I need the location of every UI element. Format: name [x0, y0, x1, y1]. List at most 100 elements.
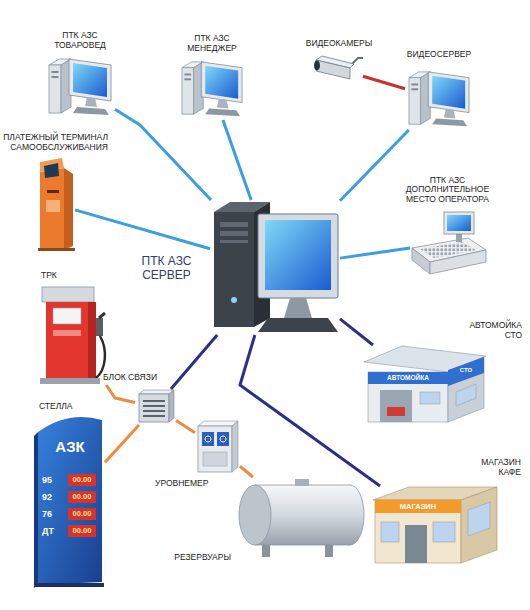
car-wash-icon-part — [380, 390, 412, 422]
fuel-grade: 95 — [42, 474, 64, 486]
workstation-node: ПТК АЗС МЕНЕДЖЕР — [178, 58, 246, 120]
communication-unit-icon-part — [143, 415, 165, 417]
level-gauge-icon — [198, 421, 238, 472]
network-link — [115, 109, 211, 200]
tank-icon — [239, 479, 364, 557]
server-icon — [214, 202, 338, 332]
node-label: СТЕЛЛА — [39, 402, 99, 412]
workstation-icon-part — [49, 59, 111, 115]
fuel-dispenser-icon-part — [88, 302, 96, 378]
stela-brand: АЗК — [40, 438, 100, 456]
car-wash-icon — [364, 346, 486, 422]
stela-icon-part — [38, 417, 102, 585]
car-wash-icon-part — [420, 392, 440, 404]
shop-icon-part — [468, 502, 490, 536]
car-wash-icon-part — [368, 372, 448, 384]
video-server-icon-part — [409, 72, 469, 126]
fuel-grade: ДТ — [42, 525, 64, 537]
workstation-icon — [182, 62, 242, 116]
server-icon-part — [220, 222, 248, 227]
shop-icon-part — [375, 500, 461, 513]
tank-node: РЕЗЕРВУАРЫ — [237, 477, 367, 559]
node-caption: ПТК АЗС ТОВАРОВЕД — [50, 31, 110, 51]
stela-icon-part — [68, 474, 96, 486]
tank-icon-part — [239, 485, 271, 545]
node-label: УРОВНЕМЕР — [155, 479, 230, 489]
payment-terminal-icon-part — [44, 163, 59, 178]
shop-icon-part — [461, 487, 497, 563]
workstation-node: ПТК АЗС ТОВАРОВЕД — [45, 55, 115, 119]
cash-register-icon-part — [412, 248, 430, 274]
fuel-dispenser-icon-part — [99, 313, 105, 318]
communication-unit-icon-part — [143, 405, 165, 407]
network-link — [340, 319, 373, 345]
node-caption: ПТК АЗС СЕРВЕР — [129, 255, 204, 283]
fuel-grade: 92 — [42, 491, 64, 503]
camera-node: ВИДЕОКАМЕРЫ — [315, 55, 363, 83]
fuel-dispenser-icon-part — [96, 336, 105, 378]
fuel-dispenser-icon — [40, 287, 105, 384]
shop-node: МАГАЗИН КАФЕ — [372, 486, 499, 566]
shop-icon — [373, 487, 497, 563]
fuel-dispenser-icon-part — [96, 318, 103, 336]
network-link — [176, 420, 195, 432]
communication-unit-icon — [139, 390, 174, 422]
cash-register-icon-part — [430, 250, 486, 274]
communication-unit-icon-part — [143, 400, 165, 402]
node-label: ПТК АЗС ДОПОЛНИТЕЛЬНОЕ МЕСТО ОПЕРАТОРА — [400, 176, 495, 205]
stela-icon-part — [34, 583, 104, 587]
node-label: АВТОМОЙКА СТО — [460, 321, 522, 341]
network-link — [223, 120, 251, 200]
network-link — [340, 130, 409, 201]
sign-text: МАГАЗИН — [375, 500, 461, 513]
communication-unit-icon-part — [169, 390, 174, 422]
server-icon-part — [231, 297, 237, 303]
communication-unit-node: БЛОК СВЯЗИ — [135, 389, 176, 425]
network-link — [75, 210, 210, 249]
stela-icon-part — [68, 491, 96, 503]
server-icon-part — [284, 298, 312, 318]
cash-register-icon-part — [444, 212, 474, 234]
level-gauge-icon-part — [198, 426, 232, 472]
level-gauge-icon-part — [203, 452, 227, 466]
node-label: БЛОК СВЯЗИ — [103, 373, 183, 383]
communication-unit-icon-part — [139, 394, 169, 422]
node-caption: МАГАЗИН КАФЕ — [461, 458, 521, 478]
node-caption: АВТОМОЙКА СТО — [460, 321, 522, 341]
payment-terminal-icon-part — [38, 248, 75, 251]
fuel-price: 00.00 — [68, 508, 96, 520]
node-caption: СТЕЛЛА — [39, 402, 99, 412]
node-caption: РЕЗЕРВУАРЫ — [141, 553, 231, 563]
network-link — [105, 425, 139, 462]
fuel-price: 00.00 — [68, 525, 96, 537]
server-node: ПТК АЗС СЕРВЕР — [210, 200, 340, 335]
payment-terminal-icon-part — [46, 200, 60, 212]
communication-unit-icon-part — [143, 410, 165, 412]
fuel-dispenser-icon-part — [42, 287, 94, 302]
stela-icon-part — [68, 525, 96, 537]
video-server-icon — [409, 72, 469, 126]
fuel-price: 00.00 — [68, 491, 96, 503]
payment-terminal-icon — [38, 158, 75, 251]
stela-icon-part — [34, 432, 38, 588]
level-gauge-icon-part — [202, 432, 214, 446]
sign-text: АВТОМОЙКА — [368, 372, 448, 384]
network-link — [240, 335, 380, 486]
node-label: МАГАЗИН КАФЕ — [461, 458, 521, 478]
car-wash-icon-part — [448, 357, 484, 422]
payment-terminal-node: ПЛАТЕЖНЫЙ ТЕРМИНАЛ САМООБСЛУЖИВАНИЯ — [38, 158, 75, 251]
cash-register-icon-part — [447, 215, 471, 231]
payment-terminal-icon-part — [47, 190, 59, 193]
server-icon-part — [265, 220, 331, 290]
tank-icon-part — [295, 479, 309, 486]
node-label: ВИДЕОСЕРВЕР — [399, 50, 479, 60]
cash-register-icon-part — [456, 234, 462, 242]
node-caption: БЛОК СВЯЗИ — [103, 373, 183, 383]
node-caption: УРОВНЕМЕР — [155, 479, 230, 489]
workstation-icon-part — [182, 62, 242, 116]
car-wash-icon-part — [368, 372, 448, 422]
server-icon-part — [258, 318, 338, 332]
